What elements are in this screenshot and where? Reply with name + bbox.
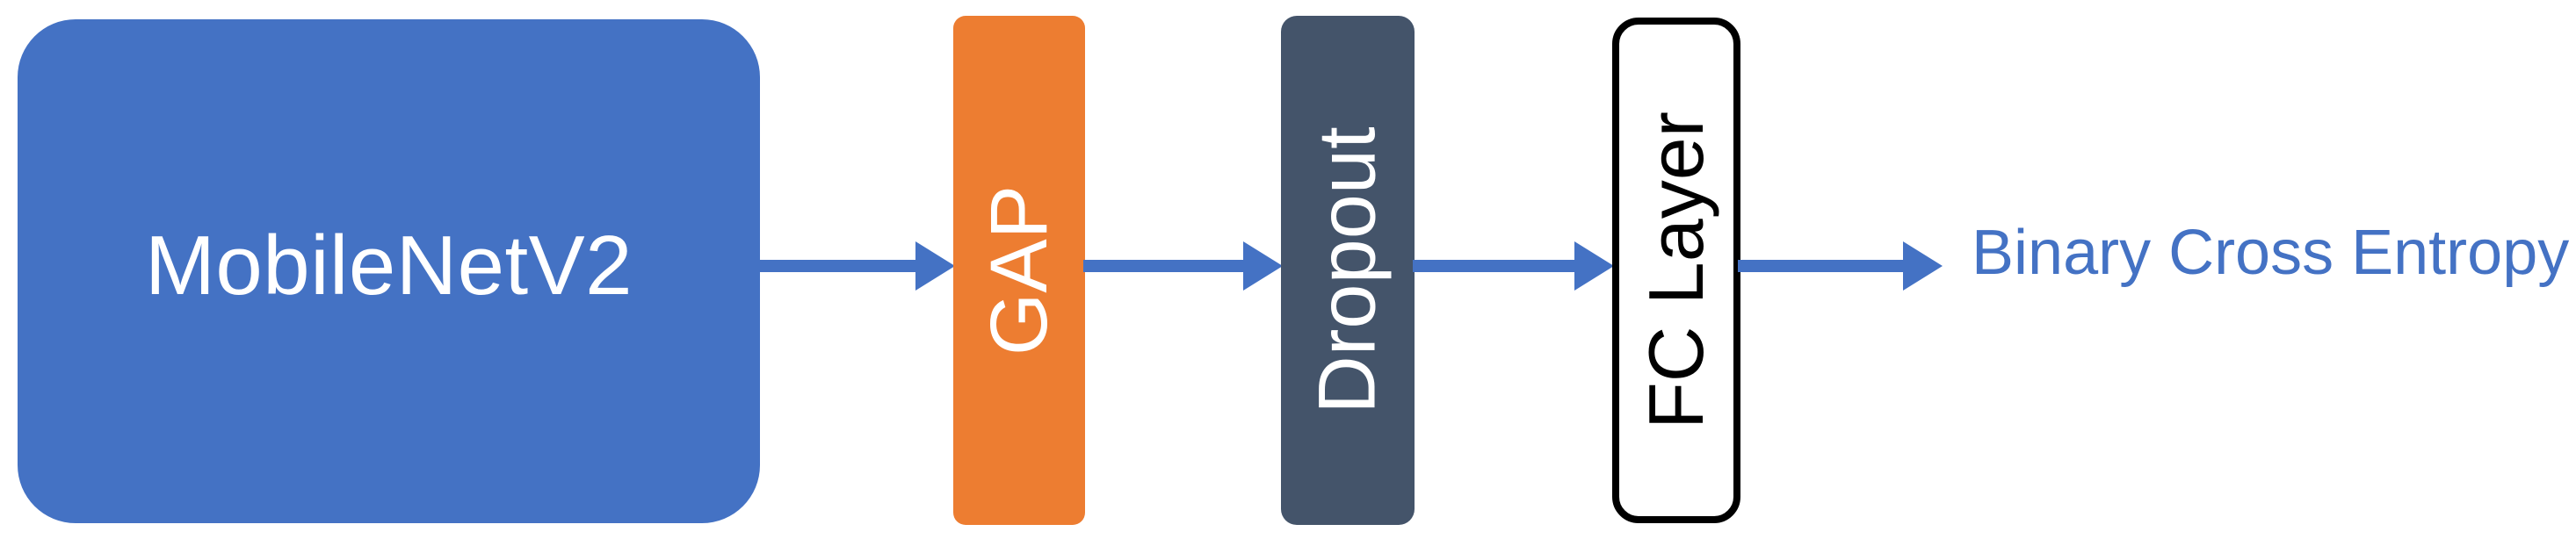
arrow-gap-to-dropout-glyph (1083, 241, 1283, 291)
arrow-backbone-to-gap-glyph (757, 241, 955, 291)
node-fc-layer-label: FC Layer (1632, 111, 1720, 429)
node-fc-layer: FC Layer (1612, 18, 1740, 523)
node-mobilenetv2: MobileNetV2 (18, 19, 760, 523)
arrow-dropout-to-fc-glyph (1413, 241, 1614, 291)
node-dropout: Dropout (1281, 16, 1415, 525)
loss-function-label: Binary Cross Entropy (1972, 218, 2570, 288)
arrow-fc-to-loss (1738, 240, 1943, 292)
node-gap-label: GAP (974, 184, 1065, 356)
arrow-gap-to-dropout (1083, 240, 1283, 292)
node-gap: GAP (953, 16, 1085, 525)
node-mobilenetv2-label: MobileNetV2 (144, 219, 633, 313)
arrow-backbone-to-gap (757, 240, 955, 292)
arrow-fc-to-loss-glyph (1738, 241, 1943, 291)
node-dropout-label: Dropout (1303, 126, 1393, 414)
arrow-dropout-to-fc (1413, 240, 1614, 292)
